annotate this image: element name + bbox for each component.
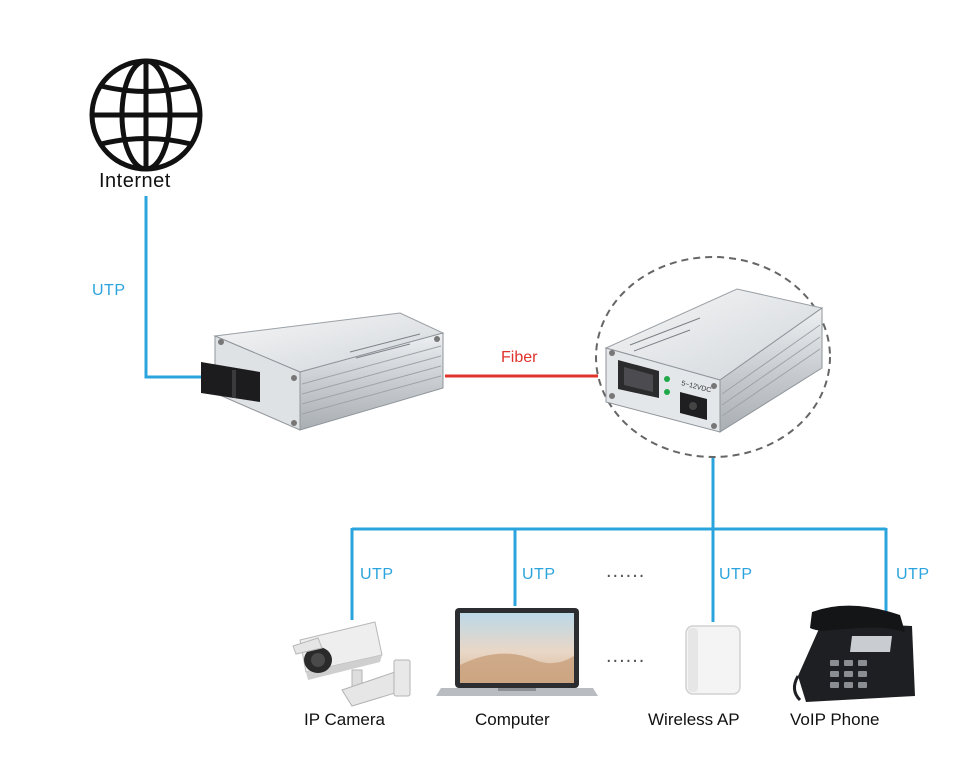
computer-label: Computer <box>475 710 550 729</box>
ip-camera-label: IP Camera <box>304 710 385 729</box>
access-point-icon <box>685 625 741 695</box>
media-converter-left <box>201 312 445 431</box>
desk-phone-icon <box>793 605 915 702</box>
globe-icon <box>89 58 203 172</box>
internet-label: Internet <box>99 170 171 192</box>
utp-distribution-lines <box>350 457 888 622</box>
cctv-camera-icon <box>292 621 411 707</box>
voip-phone-label: VoIP Phone <box>790 710 880 729</box>
media-converter-right <box>595 256 831 458</box>
fiber-label: Fiber <box>501 349 538 366</box>
wireless-ap-label: Wireless AP <box>648 710 740 729</box>
utp-uplink-line <box>144 196 205 379</box>
utp-computer-label: UTP <box>522 566 556 583</box>
more-devices-ellipsis: ...... <box>606 645 646 667</box>
utp-ap-label: UTP <box>719 566 753 583</box>
utp-camera-label: UTP <box>360 566 394 583</box>
more-links-ellipsis: ...... <box>606 560 646 582</box>
laptop-icon <box>436 608 598 696</box>
utp-phone-label: UTP <box>896 566 930 583</box>
utp-uplink-label: UTP <box>92 282 126 299</box>
